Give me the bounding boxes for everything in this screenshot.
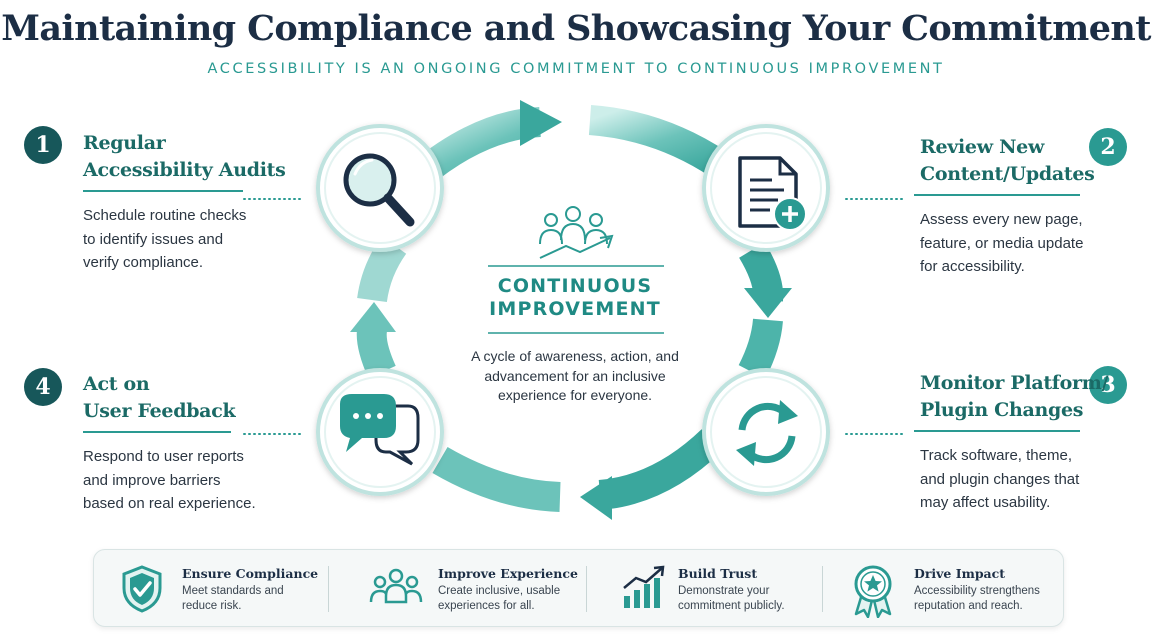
step-description: Respond to user reports and improve barr… (83, 448, 256, 512)
cycle-arrow-top (410, 100, 729, 187)
step-description: Assess every new page, feature, or media… (920, 211, 1084, 275)
cycle-arrow-bottom (432, 429, 723, 520)
step-1-regular-audits: Regular Accessibility Audits Schedule ro… (83, 130, 286, 275)
step-title: Review New Content/Updates (920, 136, 1095, 185)
people-icon (369, 568, 423, 604)
step-2-badge: 2 (1089, 128, 1127, 166)
benefit-divider (328, 566, 329, 612)
benefit-divider (822, 566, 823, 612)
benefit-improve-experience: Improve Experience Create inclusive, usa… (364, 550, 584, 628)
benefit-ensure-compliance: Ensure Compliance Meet standards and red… (116, 550, 326, 628)
step-3-badge: 3 (1089, 366, 1127, 404)
page-title: Maintaining Compliance and Showcasing Yo… (1, 8, 1151, 49)
team-growth-icon (539, 206, 614, 259)
growth-chart-icon (623, 565, 665, 608)
refresh-icon (736, 400, 798, 466)
step-1-badge: 1 (24, 126, 62, 164)
benefit-drive-impact: Drive Impact Accessibility strengthens r… (848, 550, 1058, 628)
step-rule (83, 190, 243, 192)
cycle-arrow-right (738, 242, 792, 379)
magnifier-icon (343, 153, 415, 227)
node-monitor (702, 368, 830, 496)
benefit-build-trust: Build Trust Demonstrate your commitment … (616, 550, 826, 628)
benefits-bar: Ensure Compliance Meet standards and red… (93, 549, 1064, 627)
step-4-user-feedback: Act on User Feedback Respond to user rep… (83, 371, 256, 516)
step-2-review-content: Review New Content/Updates Assess every … (914, 134, 1095, 279)
cycle-arrow-left (350, 236, 407, 379)
step-rule (914, 430, 1080, 432)
center-description: A cycle of awareness, action, and advanc… (471, 348, 679, 403)
step-title: Act on User Feedback (83, 373, 236, 422)
step-description: Schedule routine checks to identify issu… (83, 207, 247, 271)
step-title: Regular Accessibility Audits (83, 132, 286, 181)
step-4-badge: 4 (24, 368, 62, 406)
step-3-monitor-changes: Monitor Platform/ Plugin Changes Track s… (914, 370, 1109, 515)
shield-check-icon (122, 565, 162, 613)
benefit-divider (586, 566, 587, 612)
step-rule (914, 194, 1080, 196)
connectors (243, 198, 907, 435)
chat-bubbles-icon (340, 394, 420, 466)
step-title: Monitor Platform/ Plugin Changes (920, 372, 1109, 421)
center-title: CONTINUOUS IMPROVEMENT (489, 275, 661, 320)
step-rule (83, 431, 231, 433)
page-subtitle: ACCESSIBILITY IS AN ONGOING COMMITMENT T… (207, 61, 945, 77)
award-ribbon-icon (854, 565, 892, 618)
document-add-icon (738, 156, 807, 231)
step-description: Track software, theme, and plugin change… (920, 447, 1080, 511)
